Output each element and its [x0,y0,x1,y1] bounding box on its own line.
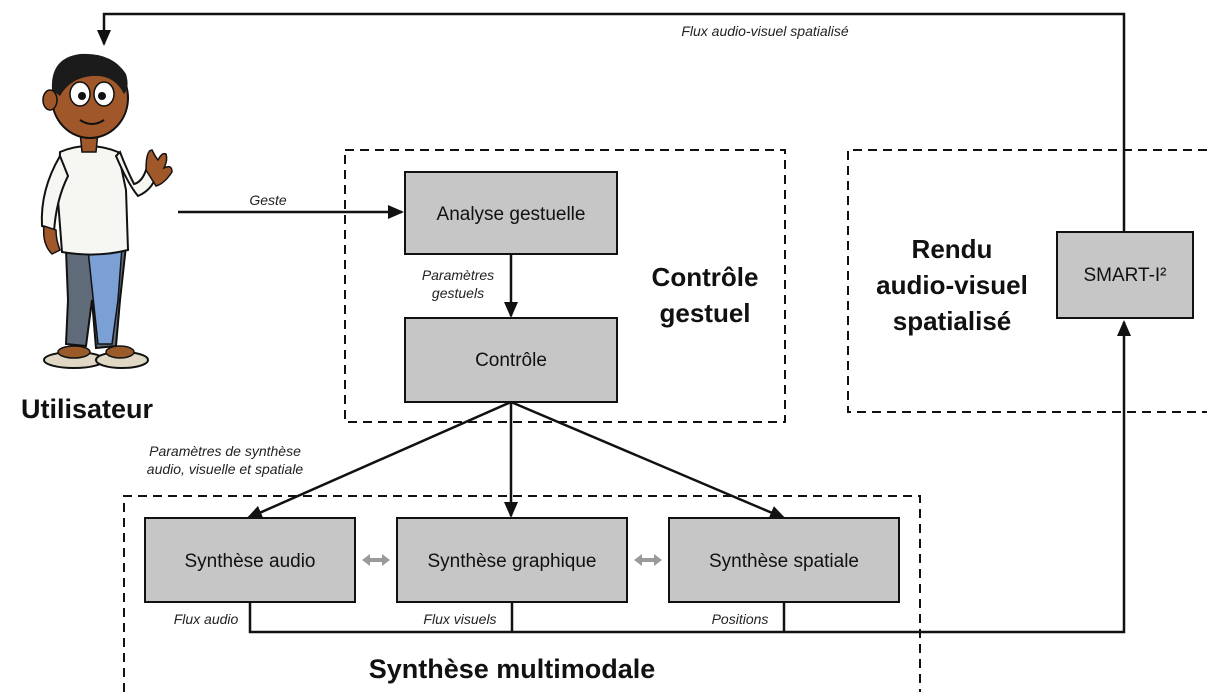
smart-i2-box-label: SMART-I² [1083,265,1166,286]
render-title-2: audio-visuel [876,270,1028,300]
synthesis-params-label-2: audio, visuelle et spatiale [147,461,304,477]
render-title-1: Rendu [912,234,993,264]
audio-graphic-link-icon [362,554,390,566]
gesture-label: Geste [249,192,287,208]
control-box-label: Contrôle [475,350,547,371]
visual-flow-label: Flux visuels [423,611,496,627]
graphic-synthesis-box [396,517,628,603]
user-label: Utilisateur [21,394,154,424]
spatial-synthesis-label: Synthèse spatiale [709,551,859,572]
control-box [404,317,618,403]
gesture-control-region [344,149,786,423]
gesture-control-title-2: gestuel [659,298,750,328]
control-to-spatial-arrow [510,400,786,520]
output-bus-line [248,320,1131,634]
smart-i2-box [1056,231,1194,319]
analysis-box-label: Analyse gestuelle [437,204,586,225]
spatial-synthesis-box [668,517,900,603]
multimodal-title: Synthèse multimodale [369,654,656,684]
audio-synthesis-label: Synthèse audio [185,551,316,572]
gestural-params-label-1: Paramètres [422,267,494,283]
synthesis-params-label-1: Paramètres de synthèse [149,443,301,459]
control-to-audio-arrow [246,400,512,520]
multimodal-region [123,495,921,692]
gestural-params-label-2: gestuels [432,285,484,301]
audio-flow-label: Flux audio [174,611,239,627]
graphic-spatial-link-icon [634,554,662,566]
graphic-synthesis-label: Synthèse graphique [427,551,596,572]
render-region [847,149,1207,413]
positions-flow-label: Positions [712,611,769,627]
render-title-3: spatialisé [893,306,1012,336]
gesture-control-title-1: Contrôle [652,262,759,292]
feedback-label: Flux audio-visuel spatialisé [681,23,849,39]
feedback-line [97,12,1126,232]
user-character-icon [40,53,173,369]
